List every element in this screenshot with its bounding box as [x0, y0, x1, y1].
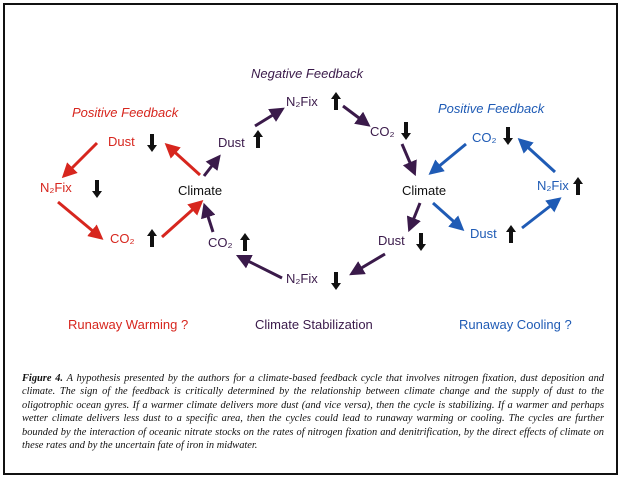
center-n2fix-bottom-label: N₂Fix [286, 271, 318, 286]
right-outcome-label: Runaway Cooling ? [459, 317, 572, 332]
center-dust-lower-down-arrow-icon [416, 233, 426, 251]
figure-caption-label: Figure 4. [22, 373, 63, 384]
center-outcome-label: Climate Stabilization [255, 317, 373, 332]
center-dust-lower-label: Dust [378, 233, 405, 248]
right-co2-down-arrow-icon [503, 127, 513, 145]
feedback-diagram: Positive Feedback Dust N₂Fix CO₂ Runaway… [40, 66, 583, 332]
climate-left-label: Climate [178, 183, 222, 198]
left-outcome-label: Runaway Warming ? [68, 317, 188, 332]
arrow-center-co2-to-climate [400, 143, 417, 177]
left-cycle-title: Positive Feedback [72, 105, 180, 120]
arrow-right-dust-to-n2fix [521, 197, 562, 230]
arrow-center-dust-to-n2fix-bottom [349, 252, 386, 276]
left-n2fix-down-arrow-icon [92, 180, 102, 198]
left-n2fix-label: N₂Fix [40, 180, 72, 195]
arrow-right-climate-to-dust [432, 201, 465, 231]
arrow-left-co2-to-climate [160, 199, 204, 239]
left-co2-label: CO₂ [110, 231, 135, 246]
figure-caption: Figure 4. A hypothesis presented by the … [22, 372, 604, 452]
center-co2-right-label: CO₂ [370, 124, 395, 139]
arrow-center-n2fix-to-co2-left [235, 254, 283, 280]
arrow-left-n2fix-to-co2 [57, 200, 104, 240]
right-n2fix-label: N₂Fix [537, 178, 569, 193]
arrow-center-dust-to-n2fix [254, 107, 285, 128]
left-dust-label: Dust [108, 134, 135, 149]
right-dust-up-arrow-icon [506, 225, 516, 243]
arrow-center-n2fix-to-co2 [342, 104, 371, 127]
figure-caption-text: A hypothesis presented by the authors fo… [22, 373, 604, 452]
figure-frame [3, 3, 618, 475]
arrow-left-climate-to-dust [164, 142, 202, 177]
arrow-center-co2-to-climate-left [201, 202, 216, 233]
arrow-center-climate-to-dust [406, 202, 422, 233]
climate-right-label: Climate [402, 183, 446, 198]
left-dust-down-arrow-icon [147, 134, 157, 152]
arrow-right-n2fix-to-co2 [517, 137, 557, 174]
arrow-left-dust-to-n2fix [61, 141, 99, 179]
right-dust-label: Dust [470, 226, 497, 241]
arrow-center-climate-to-dust [202, 154, 221, 177]
center-dust-upper-label: Dust [218, 135, 245, 150]
center-n2fix-bottom-down-arrow-icon [331, 272, 341, 290]
right-co2-label: CO₂ [472, 130, 497, 145]
arrow-right-co2-to-climate [428, 142, 467, 175]
left-co2-up-arrow-icon [147, 229, 157, 247]
right-cycle-title: Positive Feedback [438, 101, 546, 116]
center-n2fix-top-label: N₂Fix [286, 94, 318, 109]
center-cycle-title: Negative Feedback [251, 66, 365, 81]
right-n2fix-up-arrow-icon [573, 177, 583, 195]
center-dust-upper-up-arrow-icon [253, 130, 263, 148]
center-co2-left-up-arrow-icon [240, 233, 250, 251]
center-co2-left-label: CO₂ [208, 235, 233, 250]
center-n2fix-top-up-arrow-icon [331, 92, 341, 110]
center-co2-right-down-arrow-icon [401, 122, 411, 140]
